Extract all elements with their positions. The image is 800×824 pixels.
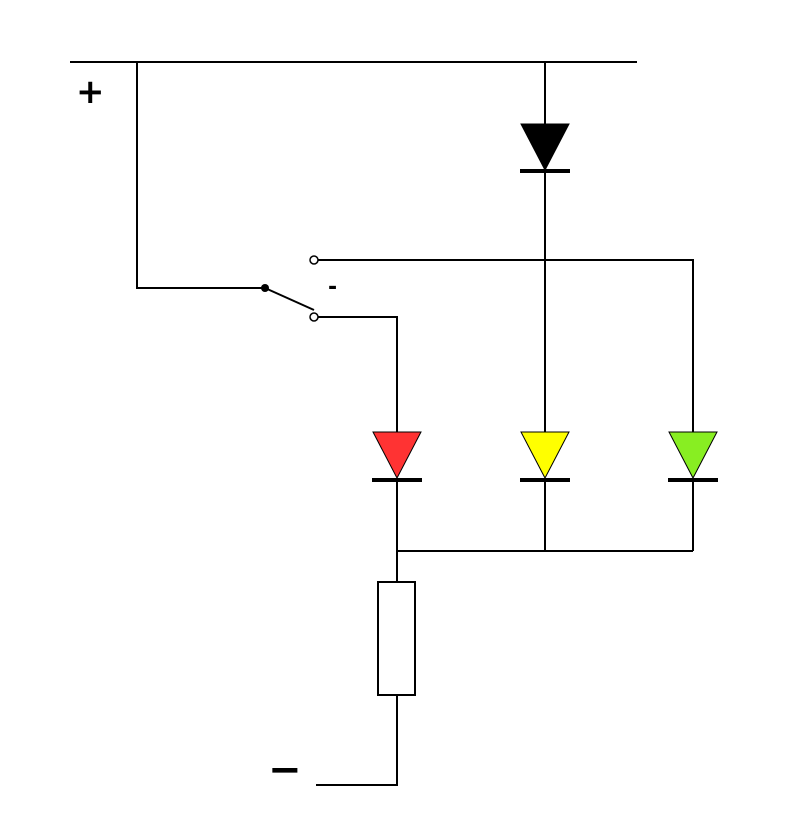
switch-upper-terminal: [309, 255, 319, 265]
switch-pivot: [261, 284, 269, 292]
switch-lower-terminal: [309, 312, 319, 322]
resistor: [377, 581, 416, 696]
top-diode: [520, 123, 570, 172]
led-yellow: [520, 431, 570, 480]
switch-lever: [264, 287, 315, 311]
led-red: [372, 431, 422, 480]
wire-resistor-to-negative: [316, 695, 398, 786]
wire-switch-lower-contact: [318, 316, 398, 434]
positive-label: +: [76, 72, 105, 112]
switch-pole-label: -: [328, 275, 337, 300]
wire-rail-to-switch: [136, 62, 265, 289]
negative-label: −: [268, 747, 302, 793]
led-green: [668, 431, 718, 480]
wire-switch-upper-contact: [318, 259, 694, 434]
